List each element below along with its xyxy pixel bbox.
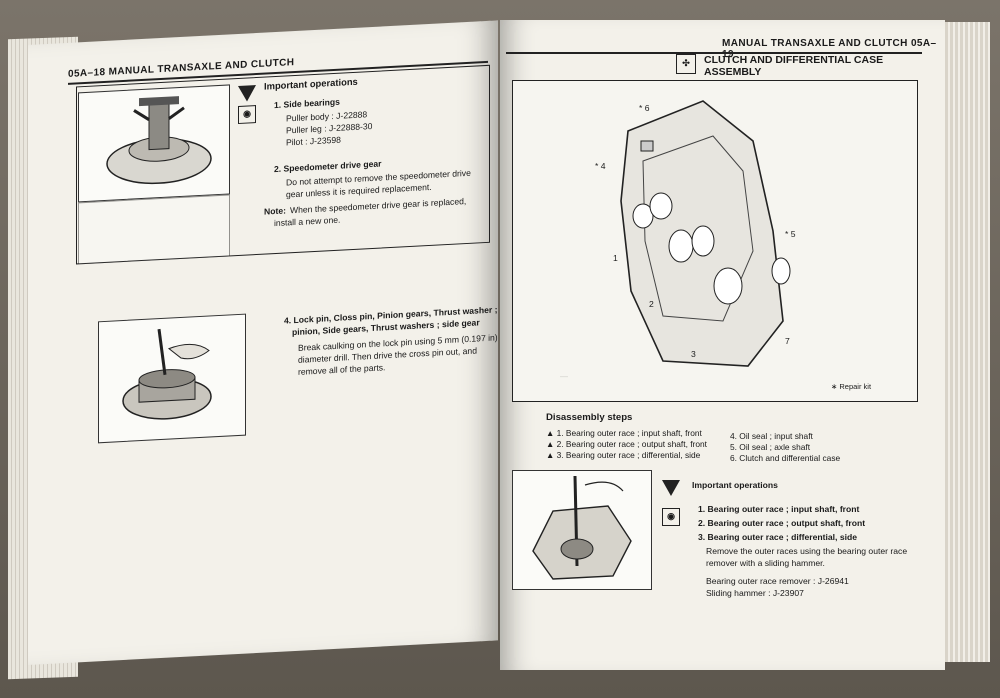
special-tool-icon: ◉ [238, 105, 256, 124]
disassembly-step: ▲ 2. Bearing outer race ; output shaft, … [546, 439, 707, 449]
left-page: 05A–18 MANUAL TRANSAXLE AND CLUTCH ◉ Imp… [28, 20, 498, 665]
operation-item: 1. Bearing outer race ; input shaft, fro… [698, 504, 860, 514]
callout-2: 2 [649, 299, 654, 309]
section-title-line: ASSEMBLY [704, 66, 762, 78]
tool-line: Bearing outer race remover : J-26941 [706, 576, 849, 586]
bleed-through-text: — [560, 372, 568, 381]
lock-pin-illustration [98, 313, 246, 444]
right-page: MANUAL TRANSAXLE AND CLUTCH 05A–19 ✣ CLU… [500, 20, 945, 670]
callout-4: * 4 [595, 161, 606, 171]
note-label: Note: [264, 205, 286, 217]
operation-item: 2. Bearing outer race ; output shaft, fr… [698, 518, 866, 528]
operation-desc: Remove the outer races using the bearing… [706, 546, 908, 556]
disassembly-step: ▲ 3. Bearing outer race ; differential, … [546, 450, 701, 460]
side-bearing-illustration [78, 84, 230, 203]
operation-desc: remover with a sliding hammer. [706, 558, 825, 568]
callout-6: * 6 [639, 103, 650, 113]
callout-7: 7 [785, 336, 790, 346]
outer-race-removal-illustration [512, 470, 652, 590]
callout-1: 1 [613, 253, 618, 263]
exploded-diagram-frame: * 6 * 4 * 5 1 2 3 7 ∗ Repair kit [512, 80, 918, 402]
section-cross-icon: ✣ [676, 54, 696, 74]
disassembly-step: 4. Oil seal ; input shaft [730, 431, 813, 441]
case-exploded-diagram [620, 100, 791, 367]
right-header-rule [506, 52, 922, 54]
disassembly-step: ▲ 1. Bearing outer race ; input shaft, f… [546, 428, 702, 438]
faded-illustration [78, 194, 230, 265]
callout-3: 3 [691, 349, 696, 359]
disassembly-steps-title: Disassembly steps [546, 412, 633, 423]
warning-icon [662, 480, 680, 496]
section-title-line: CLUTCH AND DIFFERENTIAL CASE [704, 54, 884, 66]
warning-icon [238, 85, 256, 102]
disassembly-step: 5. Oil seal ; axle shaft [730, 442, 811, 452]
tool-line: Sliding hammer : J-23907 [706, 588, 804, 598]
operation-item: 3. Bearing outer race ; differential, si… [698, 532, 858, 542]
important-operations-title: Important operations [692, 480, 778, 490]
special-tool-icon: ◉ [662, 508, 680, 526]
callout-5: * 5 [785, 229, 796, 239]
right-page-header: MANUAL TRANSAXLE AND CLUTCH 05A–19 [722, 38, 937, 60]
repair-kit-note: ∗ Repair kit [831, 382, 872, 391]
disassembly-step: 6. Clutch and differential case [730, 453, 841, 463]
